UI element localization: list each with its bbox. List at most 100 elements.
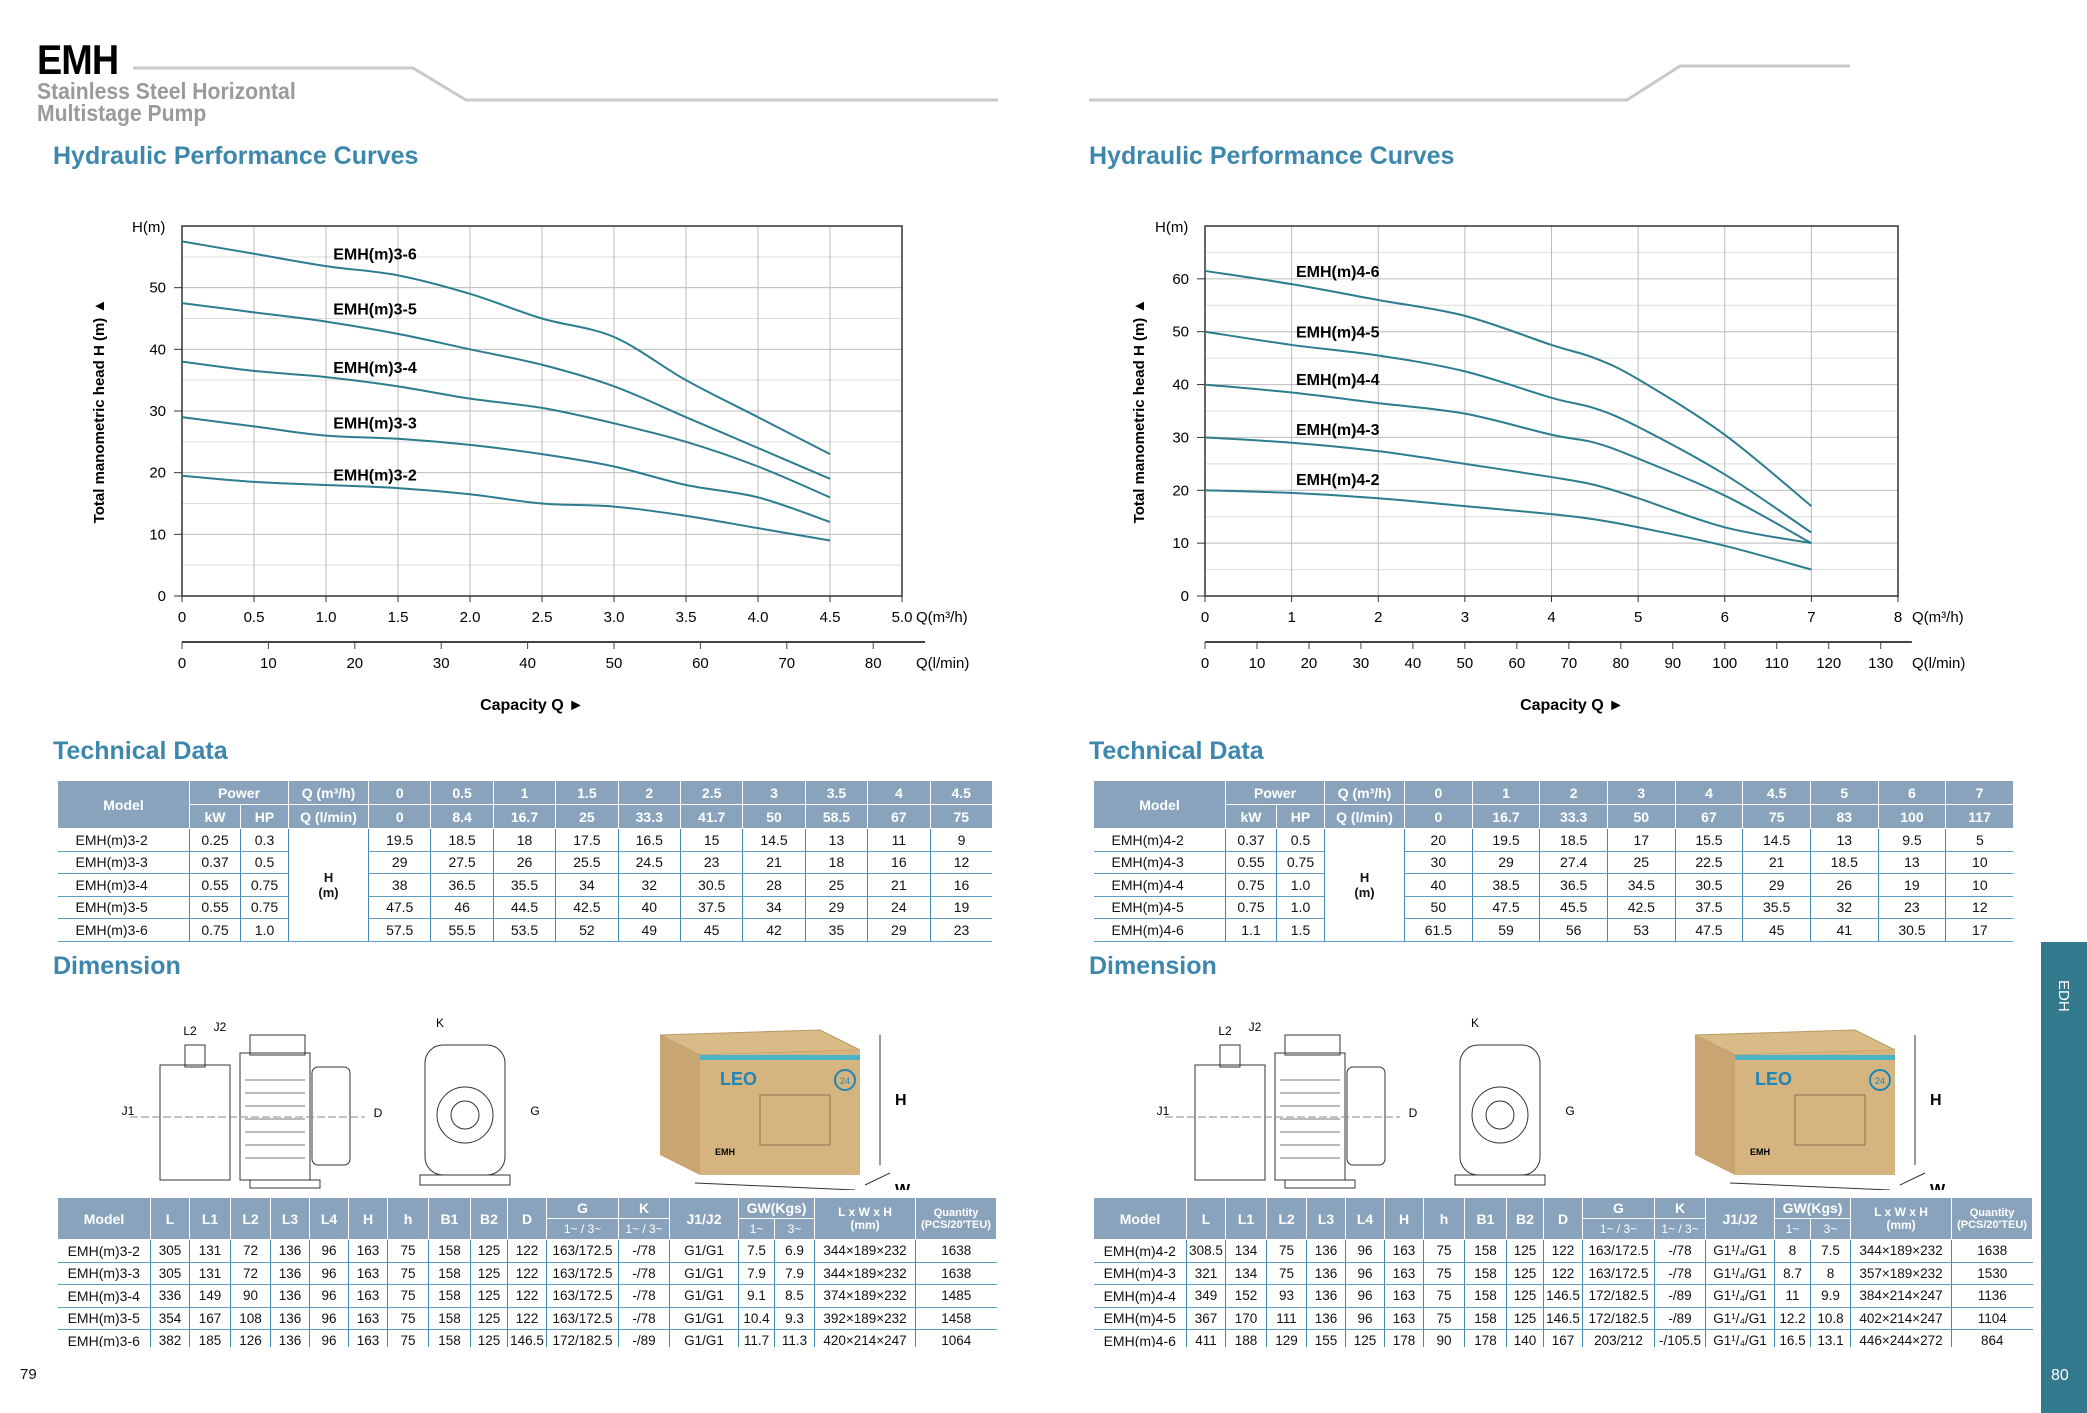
head-value-cell: 29: [867, 918, 931, 942]
dimension-cell: 305: [150, 1239, 190, 1263]
box-label-h: H: [1930, 1092, 1942, 1109]
dimension-cell: 7.9: [738, 1262, 775, 1285]
dimension-cell: 125: [470, 1307, 508, 1330]
q-lmin-value: 25: [555, 804, 619, 829]
x-tick-label: 1.5: [388, 609, 409, 626]
col-header-b2: B2: [1506, 1197, 1544, 1240]
col-header-l1: L1: [189, 1197, 231, 1240]
y-tick-label: 60: [1172, 271, 1189, 288]
front-inlet: [1471, 1086, 1529, 1144]
x2-tick-label: 80: [1612, 655, 1629, 672]
head-value-cell: 53: [1606, 918, 1676, 942]
sub-header-gw-1ph: 1~: [1774, 1218, 1811, 1240]
x2-tick-label: 120: [1816, 655, 1841, 672]
head-value-cell: 29: [804, 896, 868, 919]
front-inlet-inner: [450, 1100, 480, 1130]
y-tick-label: 20: [1172, 482, 1189, 499]
curve-label: EMH(m)4-6: [1296, 264, 1380, 281]
dimension-cell: 96: [309, 1329, 349, 1347]
q-m3h-value: 4: [867, 780, 931, 805]
head-value-cell: 36.5: [1539, 873, 1608, 897]
front-inlet: [436, 1086, 494, 1144]
dimension-cell: 344×189×232: [1850, 1239, 1952, 1263]
x-tick-label: 2: [1374, 609, 1382, 626]
col-header-q-lmin: Q (l/min): [1324, 804, 1406, 829]
dimension-cell: 75: [387, 1239, 429, 1263]
head-value-cell: 38.5: [1471, 873, 1540, 897]
x-unit-label: Q(m³/h): [916, 609, 968, 626]
tech-heading-left: Technical Data: [53, 737, 228, 765]
curve-label: EMH(m)3-2: [333, 468, 417, 485]
head-value-cell: 53.5: [492, 918, 556, 942]
dimension-cell: 75: [387, 1307, 429, 1330]
dimension-cell: 111: [1266, 1307, 1307, 1330]
dimension-cell: 7.5: [738, 1239, 775, 1263]
head-value-cell: 18.5: [430, 828, 494, 852]
curve-label: EMH(m)4-4: [1296, 372, 1380, 389]
head-value-cell: 18: [804, 851, 868, 874]
dimension-cell: 163: [1384, 1284, 1424, 1308]
dimension-cell: 146.5: [507, 1329, 547, 1347]
q-m3h-value: 1.5: [555, 780, 619, 805]
hp-cell: 1.0: [1275, 896, 1325, 919]
dimension-cell: 163: [348, 1284, 388, 1308]
x-tick-label: 0: [1201, 609, 1209, 626]
head-value-cell: 17: [1606, 828, 1676, 852]
dimension-cell: 136: [1306, 1307, 1346, 1330]
x-tick-label: 2.5: [532, 609, 553, 626]
y-axis-title: Total manometric head H (m) ▲: [91, 299, 108, 524]
x2-tick-label: 10: [1249, 655, 1266, 672]
dimension-cell: G1¹/₄/G1: [1705, 1284, 1775, 1308]
model-cell: EMH(m)4-2: [1093, 1239, 1187, 1263]
box-front: [700, 1050, 860, 1175]
curve-emhm3-6: [181, 240, 831, 456]
y-axis-title: Total manometric head H (m) ▲: [1131, 299, 1148, 524]
drawing-label-j1: J1: [122, 1104, 135, 1118]
model-cell: EMH(m)4-4: [1093, 1284, 1187, 1308]
dimension-cell: 155: [1306, 1329, 1346, 1347]
dimension-cell: 167: [1543, 1329, 1583, 1347]
col-header-power: Power: [1224, 780, 1326, 805]
dimension-cell: 12.2: [1774, 1307, 1811, 1330]
dimension-heading-right: Dimension: [1089, 952, 1217, 980]
head-value-cell: 25: [1606, 851, 1676, 874]
col-header-g: G: [1582, 1197, 1655, 1219]
drawing-label-d: D: [1409, 1106, 1418, 1120]
dimension-cell: 96: [309, 1307, 349, 1330]
x2-tick-label: 20: [1301, 655, 1318, 672]
q-m3h-value: 4: [1674, 780, 1744, 805]
col-header-k: K: [618, 1197, 670, 1219]
drawing-label-j1: J1: [1157, 1104, 1170, 1118]
dimension-cell: 93: [1266, 1284, 1307, 1308]
dimension-cell: G1/G1: [669, 1307, 739, 1330]
head-value-cell: 16.5: [617, 828, 681, 852]
head-value-cell: 15.5: [1674, 828, 1743, 852]
model-cell: EMH(m)3-6: [57, 1329, 151, 1347]
dimension-cell: 864: [1951, 1329, 2033, 1347]
dimension-cell: 167: [189, 1307, 231, 1330]
dimension-cell: G1¹/₄/G1: [1705, 1239, 1775, 1263]
dimension-cell: 134: [1225, 1239, 1267, 1263]
head-value-cell: 30.5: [1674, 873, 1743, 897]
head-value-cell: 26: [1809, 873, 1879, 897]
q-m3h-value: 1: [492, 780, 557, 805]
head-value-cell: 18.5: [1809, 851, 1879, 874]
q-m3h-value: 4.5: [929, 780, 993, 805]
col-header-q-m3h: Q (m³/h): [288, 780, 370, 805]
dimension-cell: 96: [1345, 1284, 1385, 1308]
dimension-cell: 158: [428, 1284, 471, 1308]
x-tick-label: 5: [1634, 609, 1642, 626]
head-value-cell: 15: [679, 828, 743, 852]
q-m3h-value: 0: [368, 780, 432, 805]
col-header-j1j2: J1/J2: [1705, 1197, 1775, 1240]
q-lmin-value: 58.5: [804, 804, 869, 829]
dimension-cell: 172/182.5: [1582, 1284, 1655, 1308]
model-cell: EMH(m)4-5: [1093, 896, 1226, 919]
q-lmin-value: 0: [1404, 804, 1473, 829]
dimension-cell: 170: [1225, 1307, 1267, 1330]
